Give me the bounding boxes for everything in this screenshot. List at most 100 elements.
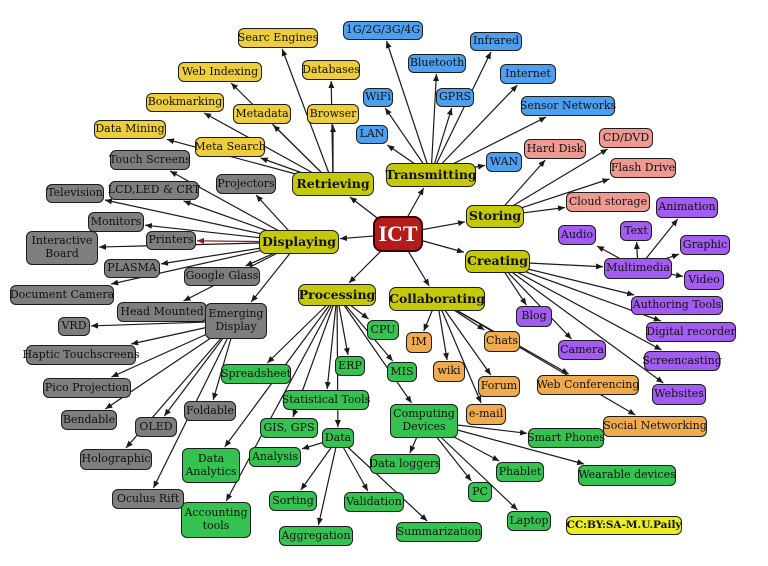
leaf-node-text: Text — [620, 221, 652, 241]
leaf-node-smart-phones: Smart Phones — [527, 428, 605, 448]
leaf-node-erp: ERP — [335, 356, 365, 376]
credit-label: CC:BY:SA-M.U.Paily — [566, 516, 682, 535]
leaf-node-data-loggers: Data loggers — [369, 454, 441, 474]
leaf-node-holographic: Holographic — [80, 449, 152, 470]
leaf-node-hard-disk: Hard Disk — [524, 139, 586, 159]
branch-node-processing: Processing — [298, 284, 376, 306]
leaf-node-oled: OLED — [135, 417, 177, 437]
connector-processing-to-mis — [336, 294, 394, 362]
leaf-node-touch-screens: Touch Screens — [109, 150, 191, 170]
leaf-node-infrared: Infrared — [470, 32, 522, 51]
leaf-node-data-analytics: Data Analytics — [182, 448, 240, 483]
leaf-node-printers: Printers — [146, 231, 196, 250]
leaf-node-camera: Camera — [558, 340, 606, 360]
leaf-node-cd-dvd: CD/DVD — [599, 128, 653, 148]
leaf-node-im: IM — [406, 332, 432, 353]
leaf-node-databases: Databases — [302, 60, 360, 80]
leaf-node-websites: Websites — [652, 384, 706, 405]
leaf-node-flash-drive: Flash Drive — [610, 158, 676, 178]
leaf-node-statistical-tools: Statistical Tools — [282, 390, 370, 410]
leaf-node-meta-search: Meta Search — [194, 137, 266, 157]
leaf-node-google-glass: Google Glass — [184, 267, 260, 286]
leaf-node-head-mounted: Head Mounted — [117, 302, 207, 322]
connector-transmitting-to-1g-4g — [385, 40, 432, 176]
branch-node-transmitting: Transmitting — [385, 163, 477, 187]
leaf-node-gis-gps: GIS, GPS — [260, 418, 318, 438]
connector-collaborating-to-social-networking — [436, 298, 636, 416]
leaf-node-wearable-devices: Wearable devices — [578, 465, 676, 486]
connector-creating-to-camera — [497, 261, 572, 340]
leaf-node-wifi: WiFi — [363, 88, 393, 107]
connector-processing-to-statistical-tools — [324, 294, 338, 390]
leaf-node-computing-devices: Computing Devices — [390, 404, 458, 438]
leaf-node-pc: PC — [468, 482, 492, 502]
leaf-node-aggregation: Aggregation — [279, 526, 353, 546]
leaf-node-mis: MIS — [387, 362, 417, 382]
leaf-node-gprs: GPRS — [436, 88, 474, 107]
leaf-node-summarization: Summarization — [396, 522, 482, 542]
leaf-node-document-camera: Document Camera — [10, 285, 114, 305]
leaf-node-wiki: wiki — [433, 361, 465, 382]
connector-processing-to-accounting-tools — [225, 294, 338, 502]
leaf-node-validation: Validation — [344, 492, 404, 512]
leaf-node-data: Data — [322, 428, 354, 448]
branch-node-displaying: Displaying — [259, 230, 339, 254]
leaf-node-interactive-board: Interactive Board — [26, 231, 98, 265]
leaf-node-accounting-tools: Accounting tools — [181, 502, 251, 538]
leaf-node-laptop: Laptop — [507, 511, 551, 531]
connector-processing-to-spreadsheet — [266, 294, 338, 364]
leaf-node-haptic-touchscreens: Haptic Touchscreens — [22, 345, 140, 365]
leaf-node-web-indexing: Web Indexing — [178, 62, 262, 82]
leaf-node-video: Video — [684, 270, 724, 290]
leaf-node-sensor-networks: Sensor Networks — [520, 96, 616, 116]
leaf-node-phablet: Phablet — [496, 462, 544, 482]
connector-data-to-aggregation — [317, 437, 339, 526]
center-node-ict: ICT — [373, 216, 423, 252]
leaf-node-sorting: Sorting — [269, 491, 317, 511]
connector-data-to-summarization — [337, 437, 428, 522]
leaf-node-oculus-rift: Oculus Rift — [112, 489, 184, 509]
leaf-node-projectors: Projectors — [216, 174, 276, 194]
leaf-node-wan: WAN — [486, 152, 522, 172]
leaf-node-lcd-led-crt: LCD,LED & CRT — [108, 181, 200, 200]
leaf-node-digital-recorder: Digital recorder — [646, 322, 736, 342]
leaf-node-lan: LAN — [356, 125, 388, 144]
leaf-node-cloud-storage: Cloud storage — [566, 192, 650, 212]
leaf-node-data-mining: Data Mining — [94, 120, 166, 139]
leaf-node-bookmarking: Bookmarking — [146, 93, 224, 112]
leaf-node-chats: Chats — [484, 331, 520, 352]
connector-processing-to-computing-devices — [336, 294, 413, 404]
leaf-node-browser: Browser — [307, 104, 359, 124]
connector-creating-to-websites — [497, 261, 664, 384]
branch-node-collaborating: Collaborating — [389, 287, 485, 311]
leaf-node-audio: Audio — [558, 225, 596, 245]
leaf-node-metadata: Metadata — [233, 104, 291, 124]
leaf-node-social-networking: Social Networking — [603, 416, 707, 437]
leaf-node-searc-engines: Searc Engines — [238, 28, 318, 48]
connector-transmitting-to-bluetooth — [430, 73, 440, 176]
connector-collaborating-to-e-mail — [436, 298, 482, 404]
connector-transmitting-to-infrared — [430, 51, 492, 176]
leaf-node-spreadsheet: Spreadsheet — [221, 364, 291, 384]
leaf-node-animation: Animation — [656, 197, 718, 218]
leaf-node-monitors: Monitors — [88, 212, 144, 232]
leaf-node-web-conferencing: Web Conferencing — [537, 375, 639, 395]
branch-node-storing: Storing — [466, 205, 524, 228]
leaf-node-analysis: Analysis — [249, 447, 301, 467]
leaf-node-1g-4g: 1G/2G/3G/4G — [343, 21, 423, 40]
leaf-node-forum: Forum — [478, 376, 520, 397]
leaf-node-emerging-display: Emerging Display — [205, 303, 267, 339]
leaf-node-bendable: Bendable — [61, 410, 117, 430]
leaf-node-authoring-tools: Authoring Tools — [631, 296, 723, 315]
leaf-node-television: Television — [46, 184, 104, 203]
leaf-node-graphic: Graphic — [680, 235, 730, 255]
connector-collaborating-to-forum — [436, 298, 492, 376]
leaf-node-internet: Internet — [500, 64, 556, 84]
leaf-node-e-mail: e-mail — [466, 404, 506, 425]
leaf-node-blog: Blog — [516, 306, 552, 327]
leaf-node-foldable: Foldable — [184, 401, 236, 421]
connector-creating-to-screencasting — [497, 260, 662, 351]
connector-transmitting-to-internet — [430, 84, 518, 176]
branch-node-retrieving: Retrieving — [292, 172, 374, 196]
